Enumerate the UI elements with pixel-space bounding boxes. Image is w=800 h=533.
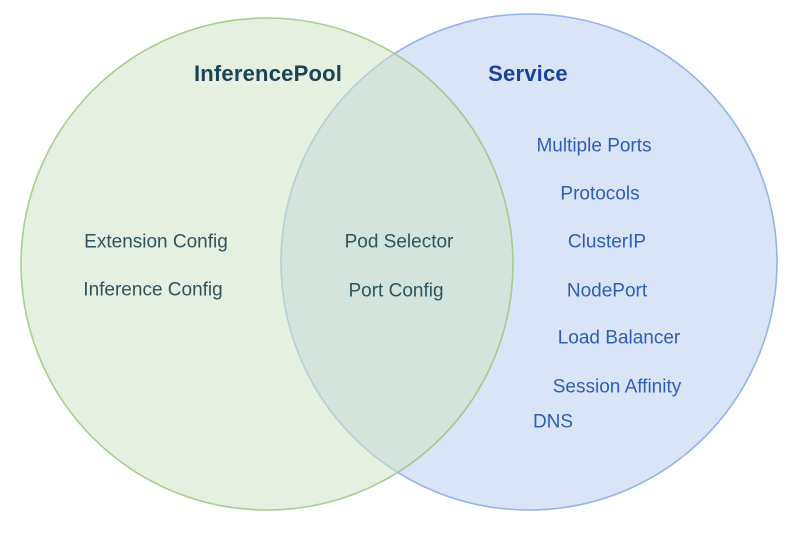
item-inference-config: Inference Config <box>83 279 223 301</box>
item-session-affinity: Session Affinity <box>552 376 682 398</box>
item-load-balancer: Load Balancer <box>557 327 681 349</box>
item-clusterip: ClusterIP <box>567 231 647 253</box>
service-title: Service <box>488 61 568 86</box>
item-multiple-ports: Multiple Ports <box>536 135 652 157</box>
inferencepool-circle <box>20 17 514 511</box>
item-pod-selector: Pod Selector <box>344 231 454 253</box>
item-protocols: Protocols <box>560 183 640 205</box>
item-dns: DNS <box>532 411 574 433</box>
item-nodeport: NodePort <box>566 280 648 302</box>
inferencepool-title: InferencePool <box>193 61 343 86</box>
item-port-config: Port Config <box>348 280 444 302</box>
item-extension-config: Extension Config <box>84 231 228 253</box>
